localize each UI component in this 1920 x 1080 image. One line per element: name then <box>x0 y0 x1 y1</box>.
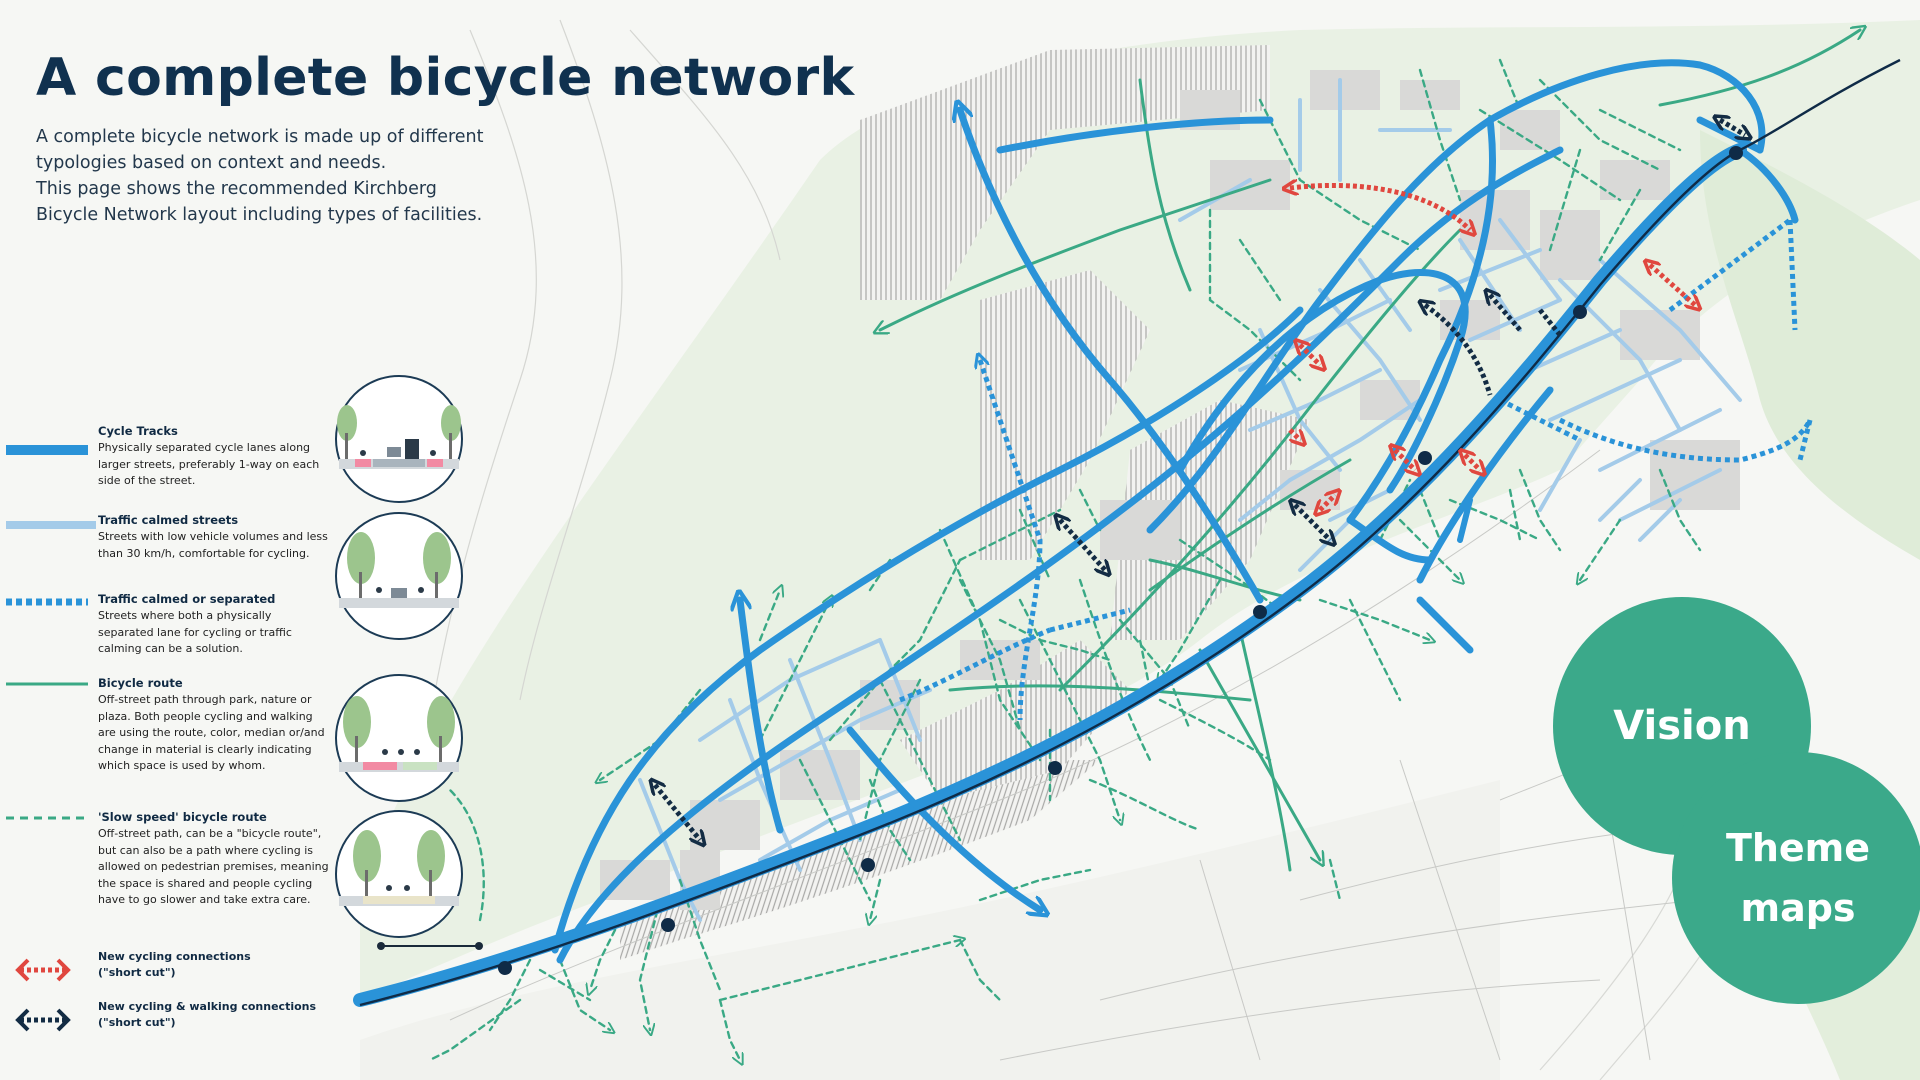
intro-line: A complete bicycle network is made up of… <box>36 127 484 147</box>
street-section-cycle-tracks <box>335 375 463 503</box>
legend-swatch-light-blue <box>6 521 96 529</box>
legend-title: New cycling & walking connections <box>98 1000 317 1013</box>
legend-sub: ("short cut") <box>98 1016 176 1029</box>
legend-description: Streets with low vehicle volumes and les… <box>98 530 328 560</box>
legend-swatch-green <box>6 682 88 686</box>
legend-new-cycling-walking: New cycling & walking connections ("shor… <box>14 1000 334 1040</box>
page-title: A complete bicycle network <box>36 48 855 108</box>
legend-title: Traffic calmed streets <box>98 513 239 527</box>
legend-cycle-tracks: Cycle Tracks Physically separated cycle … <box>6 424 336 494</box>
intro-line: Bicycle Network layout including types o… <box>36 205 483 225</box>
legend-swatch-dashed-green <box>6 816 88 820</box>
legend-swatch-dotted-blue <box>6 598 88 606</box>
legend-title: New cycling connections <box>98 950 251 963</box>
legend-slow-speed: 'Slow speed' bicycle route Off-street pa… <box>6 810 336 920</box>
legend-title: Bicycle route <box>98 676 183 690</box>
legend-description: Off-street path, can be a "bicycle route… <box>98 827 329 906</box>
legend-swatch-thick-blue <box>6 445 88 455</box>
street-section-bicycle-route <box>335 674 463 802</box>
legend-traffic-calmed: Traffic calmed streets Streets with low … <box>6 513 336 583</box>
intro-line: typologies based on context and needs. <box>36 153 387 173</box>
street-section-calmed <box>335 512 463 640</box>
intro-text: A complete bicycle network is made up of… <box>36 124 506 228</box>
legend-calmed-or-separated: Traffic calmed or separated Streets wher… <box>6 592 336 662</box>
legend-sub: ("short cut") <box>98 966 176 979</box>
legend-description: Off-street path through park, nature or … <box>98 693 325 772</box>
legend-bicycle-route: Bicycle route Off-street path through pa… <box>6 676 336 786</box>
vision-label: Vision <box>1613 703 1751 749</box>
new-cycling-connections <box>1290 185 1695 510</box>
legend-title: 'Slow speed' bicycle route <box>98 810 267 824</box>
tram-line <box>359 58 1901 1007</box>
intro-line: This page shows the recommended Kirchber… <box>36 179 437 199</box>
red-double-arrow-icon <box>15 958 71 982</box>
legend-title: Traffic calmed or separated <box>98 592 276 606</box>
legend-description: Streets where both a physically separate… <box>98 609 292 655</box>
scale-bar <box>377 942 483 950</box>
theme-maps-label: Theme maps <box>1725 826 1871 930</box>
street-section-slow-speed <box>335 810 463 938</box>
dark-double-arrow-icon <box>15 1008 71 1032</box>
legend-title: Cycle Tracks <box>98 424 178 438</box>
theme-maps-button[interactable]: Theme maps <box>1672 752 1920 1004</box>
legend-description: Physically separated cycle lanes along l… <box>98 441 320 487</box>
new-cycling-walking-connections <box>655 120 1745 840</box>
traffic-calmed-or-separated <box>899 218 1813 721</box>
legend-new-cycling: New cycling connections ("short cut") <box>14 950 334 990</box>
